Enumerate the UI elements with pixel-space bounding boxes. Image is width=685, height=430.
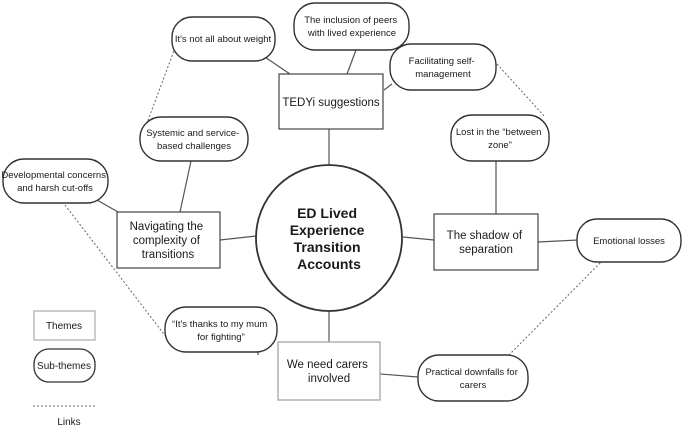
svg-text:“It's thanks to my mum f: “It's thanks to my mum for fighting” — [172, 319, 270, 343]
link-weight-systemic — [143, 39, 179, 132]
theme-node-shadow: The shadow of separation — [433, 213, 539, 271]
svg-text:We need carers involved: We need carers involved — [287, 359, 371, 385]
theme-label: involved — [308, 373, 350, 385]
theme-node-navigating: Navigating the complexity of transitions — [116, 211, 221, 269]
subtheme-label: “It's thanks to my mum — [172, 319, 267, 330]
subtheme-label: Emotional losses — [593, 236, 665, 247]
svg-text:TEDYi suggestions: TEDYi suggestions — [282, 97, 380, 109]
subtheme-node-mum: “It's thanks to my mum for fighting” — [164, 306, 278, 353]
subtheme-label: for fighting” — [197, 332, 245, 343]
theme-node-tedyi: TEDYi suggestions — [278, 73, 384, 130]
connector-tedyi-peers — [346, 49, 357, 75]
subtheme-pill — [389, 43, 497, 91]
subtheme-label: Lost in the “between — [456, 127, 542, 138]
theme-box — [277, 341, 381, 401]
subtheme-label: Practical downfalls for — [425, 367, 517, 378]
subtheme-pill — [450, 114, 550, 162]
legend-subtheme-label: Sub-themes — [37, 361, 91, 372]
subtheme-label: The inclusion of peers — [304, 15, 397, 26]
subtheme-label: It's not all about weight — [175, 34, 272, 45]
connector-tedyi-selfmgmt — [383, 83, 393, 91]
subtheme-pill — [139, 116, 249, 162]
theme-label: Navigating the — [130, 221, 204, 233]
theme-label: separation — [459, 244, 513, 256]
connector-center-navigating — [219, 235, 257, 241]
subtheme-pill — [164, 306, 278, 353]
connector-navigating-systemic — [179, 160, 192, 213]
svg-text:Developmental concerns a: Developmental concerns and harsh cut-off… — [1, 170, 108, 194]
link-emotional-practical — [506, 259, 604, 358]
subtheme-node-practical: Practical downfalls for carers — [417, 354, 529, 402]
subtheme-pill — [2, 158, 109, 204]
subtheme-label: carers — [460, 380, 487, 391]
subtheme-node-between: Lost in the “between zone” — [450, 114, 550, 162]
connector-carers-practical — [379, 373, 419, 378]
theme-box — [278, 73, 384, 130]
svg-text:It's not all about weight: It's not all about weight — [175, 34, 272, 45]
subtheme-node-peers: The inclusion of peers with lived experi… — [293, 2, 410, 51]
svg-text:Facilitating self- manag: Facilitating self- management — [409, 56, 478, 80]
svg-text:Lost in the “between zon: Lost in the “between zone” — [456, 127, 544, 151]
legend-theme-label: Themes — [46, 321, 82, 332]
theme-label: We need carers — [287, 359, 368, 371]
svg-text:Emotional losses: Emotional losses — [593, 236, 665, 247]
subtheme-label: based challenges — [157, 141, 231, 152]
connector-navigating-developmental — [96, 199, 119, 213]
svg-text:ED Lived Experience: ED Lived Experience Transition Accounts — [290, 205, 369, 272]
theme-box — [116, 211, 221, 269]
dashed-links — [64, 39, 604, 358]
legend: Themes Sub-themes Links — [33, 310, 96, 428]
theme-label: transitions — [142, 249, 195, 261]
center-line: Accounts — [297, 256, 361, 272]
link-developmental-mum — [64, 204, 171, 343]
connector-center-shadow — [402, 236, 435, 241]
svg-text:The shadow of separation: The shadow of separation — [447, 230, 526, 256]
theme-node-carers: We need carers involved — [277, 341, 381, 401]
center-circle — [255, 164, 403, 312]
subtheme-pill — [576, 218, 682, 263]
legend-theme-swatch — [33, 310, 96, 341]
subtheme-node-systemic: Systemic and service- based challenges — [139, 116, 249, 162]
theme-label: complexity of — [133, 235, 201, 247]
subtheme-node-weight: It's not all about weight — [171, 16, 276, 62]
subtheme-node-selfmgmt: Facilitating self- management — [389, 43, 497, 91]
subtheme-pill — [417, 354, 529, 402]
subtheme-node-emotional: Emotional losses — [576, 218, 682, 263]
svg-text:Systemic and service- ba: Systemic and service- based challenges — [146, 128, 242, 152]
svg-text:Practical downfalls for: Practical downfalls for carers — [425, 367, 520, 391]
subtheme-label: management — [415, 69, 471, 80]
subtheme-label: and harsh cut-offs — [17, 183, 93, 194]
connector-shadow-emotional — [537, 239, 579, 243]
svg-text:Navigating the complexit: Navigating the complexity of transitions — [130, 221, 207, 261]
subtheme-label: with lived experience — [307, 28, 396, 39]
subtheme-node-developmental: Developmental concerns and harsh cut-off… — [1, 158, 109, 204]
theme-label: The shadow of — [447, 230, 523, 242]
subtheme-pill — [171, 16, 276, 62]
subtheme-label: Facilitating self- — [409, 56, 475, 67]
center-node: ED Lived Experience Transition Accounts — [255, 164, 403, 312]
subtheme-label: Systemic and service- — [146, 128, 239, 139]
legend-subtheme-swatch — [33, 348, 96, 383]
theme-label: TEDYi suggestions — [282, 97, 380, 109]
center-line: Transition — [294, 239, 361, 255]
svg-text:The inclusion of peers w: The inclusion of peers with lived experi… — [304, 15, 400, 39]
link-selfmgmt-between — [496, 63, 546, 118]
center-line: ED Lived — [297, 205, 357, 221]
subtheme-label: zone” — [488, 140, 512, 151]
theme-box — [433, 213, 539, 271]
center-line: Experience — [290, 222, 365, 238]
legend-link-label: Links — [57, 417, 80, 428]
subtheme-pill — [293, 2, 410, 51]
subtheme-label: Developmental concerns — [1, 170, 106, 181]
